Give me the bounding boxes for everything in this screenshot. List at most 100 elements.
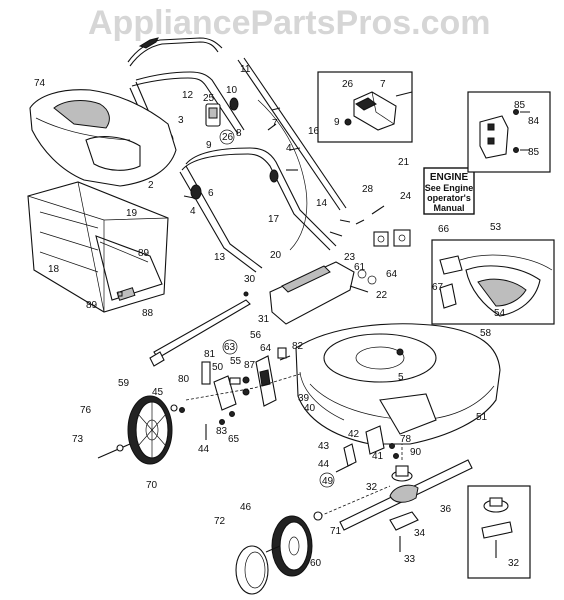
part-number-label: 7 [272, 118, 278, 129]
part-number-label: 78 [400, 434, 412, 445]
part-number-label: 39 [298, 393, 310, 404]
part-number-label: 64 [260, 343, 272, 354]
part-number-label: 14 [316, 198, 328, 209]
mower-deck [295, 323, 501, 445]
part-number-label: 4 [190, 206, 196, 217]
part-number-label: 7 [380, 79, 386, 90]
part-number-label: 55 [230, 356, 242, 367]
part-number-label: 6 [208, 188, 214, 199]
circled-labels [219, 129, 335, 488]
part-number-label: 60 [310, 558, 322, 569]
part-number-label: 19 [126, 208, 138, 219]
part-number-label: 46 [240, 502, 252, 513]
watermark-text: AppliancePartsPros.com [88, 4, 490, 42]
part-number-label: 31 [258, 314, 270, 325]
engine-note-line-4: Manual [433, 203, 464, 213]
part-number-label: 44 [198, 444, 210, 455]
part-number-label: 36 [440, 504, 452, 515]
part-number-label: 84 [528, 116, 540, 127]
rear-flap [269, 261, 377, 325]
part-number-label: 61 [354, 262, 366, 273]
part-number-label: 59 [118, 378, 130, 389]
part-number-label: 11 [240, 64, 251, 75]
part-number-label: 8 [236, 128, 242, 139]
part-number-label: 32 [366, 482, 378, 493]
inset-bracket-detail [467, 91, 551, 173]
part-number-label: 21 [398, 157, 410, 168]
part-number-label: 23 [344, 252, 356, 263]
part-number-label: 12 [182, 90, 194, 101]
blade-adapter-inset [467, 485, 531, 579]
part-number-label: 34 [414, 528, 426, 539]
part-number-label: 66 [438, 224, 450, 235]
part-number-label: 22 [376, 290, 388, 301]
part-number-label: 53 [490, 222, 502, 233]
handle-assembly [127, 37, 365, 273]
part-number-label: 73 [72, 434, 84, 445]
part-number-label: 26 [222, 132, 234, 143]
part-number-label: 90 [410, 447, 422, 458]
rear-wheel [97, 395, 185, 465]
part-number-label: 87 [244, 360, 256, 371]
part-number-label: 72 [214, 516, 226, 527]
part-number-label: 76 [80, 405, 92, 416]
part-number-label: 80 [178, 374, 190, 385]
part-number-label: 71 [330, 526, 342, 537]
part-number-label: 45 [152, 387, 164, 398]
part-number-label: 63 [224, 342, 236, 353]
part-number-label: 51 [476, 412, 488, 423]
part-number-label: 28 [362, 184, 374, 195]
inset-deck-baffle-detail [431, 239, 555, 325]
part-number-label: 82 [292, 341, 304, 352]
part-number-label: 16 [308, 126, 320, 137]
grass-bag [27, 181, 169, 313]
part-number-label: 30 [244, 274, 256, 285]
part-number-label: 26 [342, 79, 354, 90]
part-number-label: 32 [508, 558, 520, 569]
part-number-label: 56 [250, 330, 262, 341]
part-number-label: 67 [432, 282, 444, 293]
part-number-label: 83 [216, 426, 228, 437]
hinge-rod [149, 291, 251, 367]
inset-control-detail [317, 71, 413, 143]
part-number-label: 10 [226, 85, 238, 96]
part-number-label: 24 [400, 191, 412, 202]
part-number-label: 65 [228, 434, 240, 445]
part-number-label: 20 [270, 250, 282, 261]
blade-assembly [313, 425, 473, 552]
part-number-label: 42 [348, 429, 360, 440]
part-number-label: 85 [528, 147, 540, 158]
part-number-label: 2 [148, 180, 154, 191]
part-number-label: 25 [203, 93, 215, 104]
part-number-label: 81 [204, 349, 216, 360]
engine-note-title: ENGINE [430, 172, 469, 183]
part-number-label: 4 [286, 143, 292, 154]
part-number-label: 89 [138, 248, 150, 259]
engine-note-line-3: operator's [427, 193, 471, 203]
part-number-label: 5 [398, 372, 404, 383]
part-number-label: 74 [34, 78, 46, 89]
part-number-label: 64 [386, 269, 398, 280]
part-number-label: 44 [318, 459, 330, 470]
part-number-label: 70 [146, 480, 158, 491]
part-number-label: 13 [214, 252, 226, 263]
engine-note-box: ENGINE See Engine operator's Manual [423, 167, 475, 215]
part-number-label: 50 [212, 362, 224, 373]
part-number-label: 9 [334, 117, 340, 128]
small-parts-group [371, 205, 411, 247]
part-number-label: 88 [142, 308, 154, 319]
part-number-label: 40 [304, 403, 316, 414]
part-number-label: 54 [494, 308, 506, 319]
part-number-label: 58 [480, 328, 492, 339]
part-number-label: 17 [268, 214, 280, 225]
front-wheel [235, 515, 313, 595]
part-number-label: 49 [322, 476, 334, 487]
engine-note-line-2: See Engine [425, 183, 474, 193]
part-number-label: 18 [48, 264, 60, 275]
part-number-label: 85 [514, 100, 526, 111]
part-number-label: 43 [318, 441, 330, 452]
part-number-label: 41 [372, 451, 384, 462]
